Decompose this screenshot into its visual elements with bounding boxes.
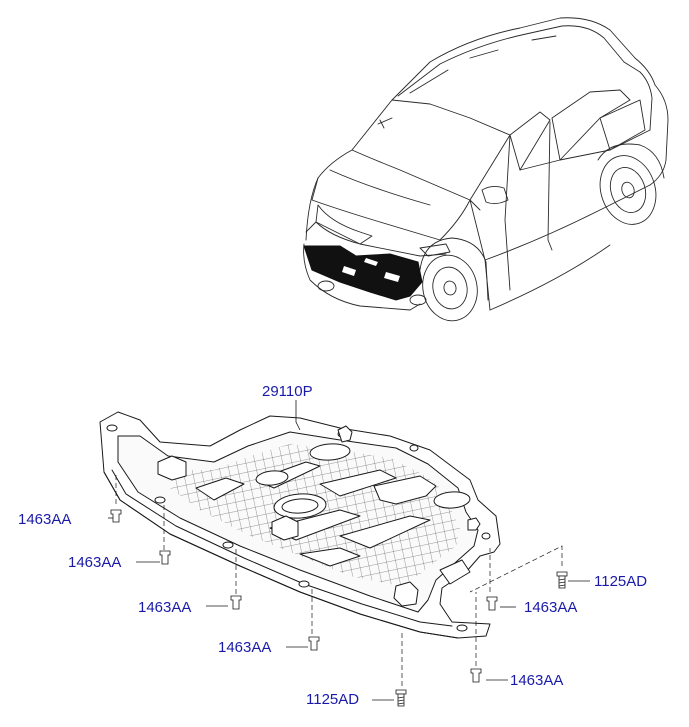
part-number-1463AA[interactable]: 1463AA [138, 599, 192, 616]
part-number-1463AA[interactable]: 1463AA [18, 511, 72, 528]
clip-icon [230, 595, 242, 610]
vehicle-roof [391, 17, 656, 101]
vehicle-illustration [303, 17, 669, 322]
part-number-1463AA[interactable]: 1463AA [68, 554, 122, 571]
vehicle-windshield [351, 99, 511, 201]
clip-icon [308, 636, 320, 651]
clip-icon [470, 668, 482, 683]
part-number-1463AA[interactable]: 1463AA [524, 599, 578, 616]
part-number-1125AD[interactable]: 1125AD [306, 691, 360, 708]
vehicle-rear-wheel [599, 155, 657, 225]
leader-lines [108, 400, 590, 701]
vehicle-front-wheel [422, 254, 478, 322]
part-number-1463AA[interactable]: 1463AA [218, 639, 272, 656]
under-cover-panel [99, 411, 501, 639]
clip-icon [110, 509, 122, 523]
dashed-assembly-lines [115, 472, 563, 686]
vehicle-under-cover-highlight [303, 245, 423, 301]
vehicle-hood [311, 149, 471, 241]
bolt-icon [556, 571, 568, 589]
part-number-1125AD[interactable]: 1125AD [594, 573, 648, 590]
clip-icon [486, 596, 498, 611]
bolt-icon [395, 689, 407, 707]
part-number-1463AA[interactable]: 1463AA [510, 672, 564, 689]
fasteners [110, 509, 568, 707]
clip-icon [159, 550, 171, 565]
part-number-29110P[interactable]: 29110P [262, 383, 313, 400]
